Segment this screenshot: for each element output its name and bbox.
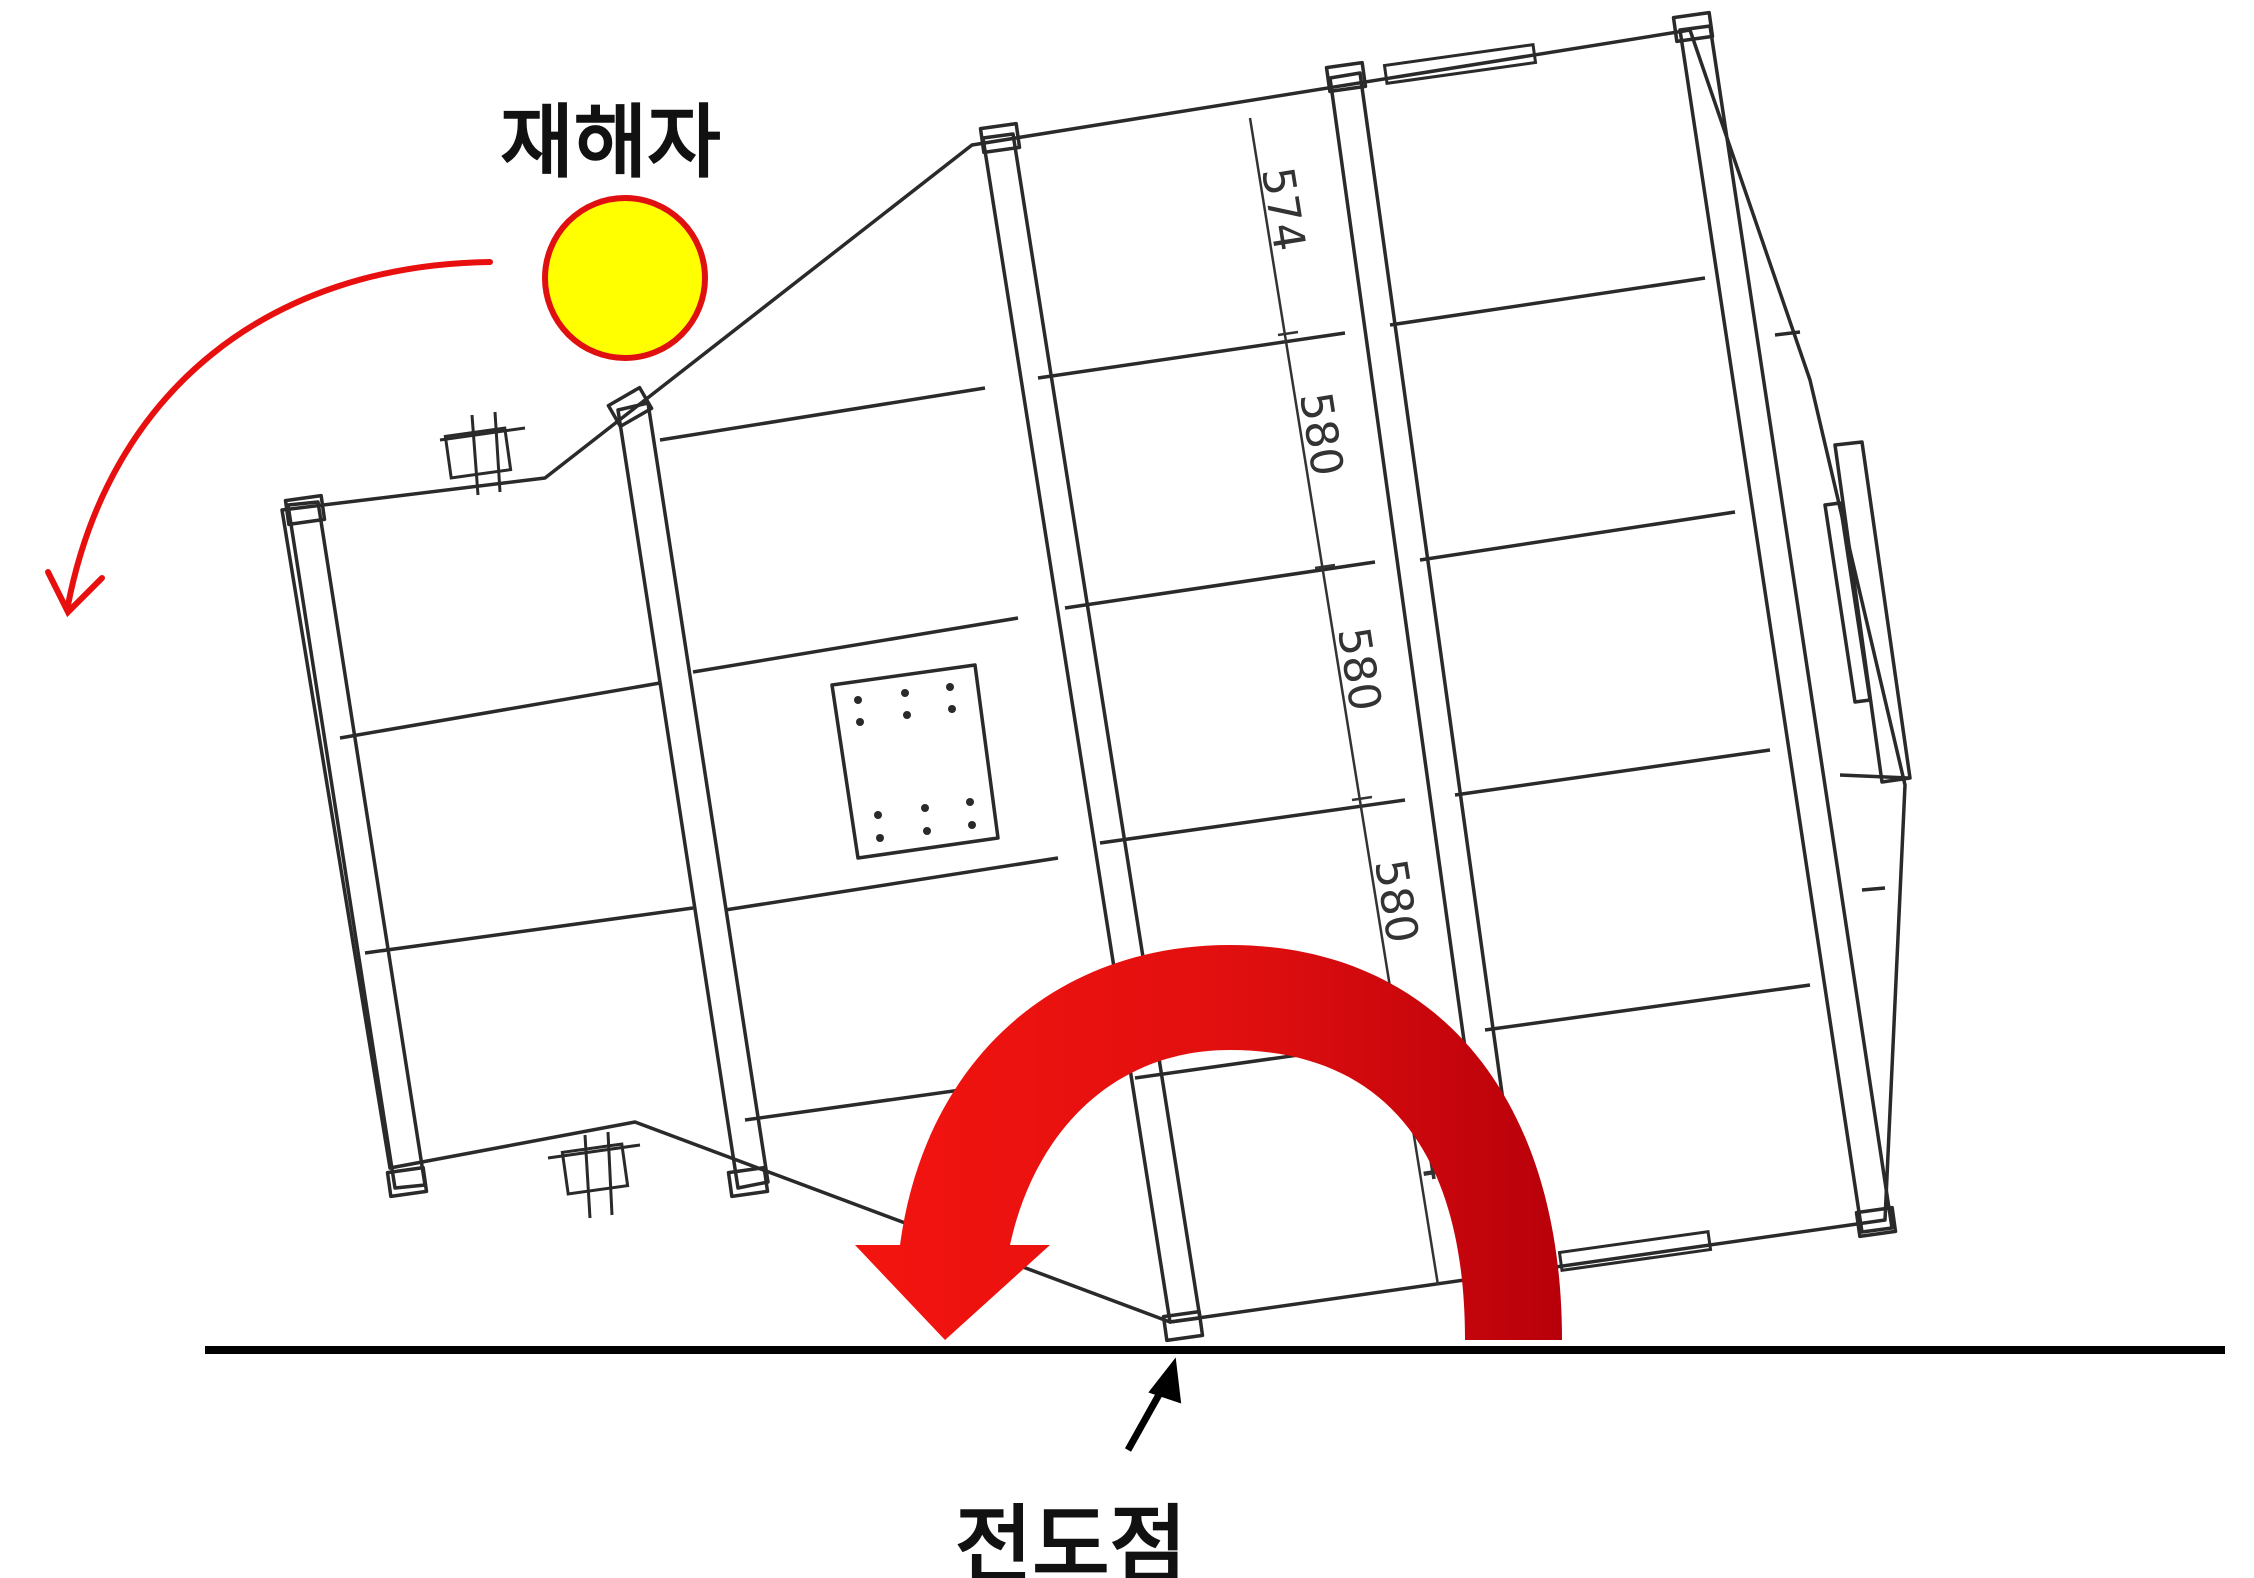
rib-cap bbox=[1854, 1205, 1898, 1239]
victim-marker bbox=[542, 195, 708, 361]
panel-line bbox=[339, 681, 661, 740]
structure-outline bbox=[280, 28, 1907, 1324]
flange-line bbox=[1839, 773, 1909, 780]
inspection-plate bbox=[830, 663, 1000, 860]
victim-label: 재해자 bbox=[500, 96, 721, 189]
panel-line bbox=[692, 616, 1019, 674]
panel-line bbox=[724, 856, 1059, 912]
panel-line bbox=[659, 386, 986, 442]
flange-line bbox=[1774, 330, 1801, 337]
end-flange-inner bbox=[1823, 501, 1872, 704]
tipping-point-label: 전도점 bbox=[955, 1496, 1187, 1578]
dimension-label-4: 580 bbox=[1364, 856, 1428, 947]
dimension-label-3: 580 bbox=[1327, 624, 1391, 715]
steel-structure bbox=[280, 10, 1912, 1343]
panel-line bbox=[1389, 276, 1706, 327]
tipping-point-arrow bbox=[1124, 1357, 1182, 1452]
rib-cap bbox=[1671, 10, 1715, 44]
rib-cap bbox=[1161, 1309, 1205, 1343]
dimension-label-2: 580 bbox=[1289, 389, 1353, 480]
rib-cap bbox=[283, 493, 327, 527]
rib-cap bbox=[606, 385, 654, 429]
end-flange bbox=[1833, 440, 1912, 784]
plate-bolts bbox=[854, 683, 976, 842]
panel-line bbox=[1099, 798, 1406, 845]
frame-rib-5 bbox=[1678, 24, 1894, 1234]
fall-arrow bbox=[45, 259, 493, 618]
dimension-label-1: 574 bbox=[1251, 164, 1315, 255]
frame-rib-1 bbox=[286, 500, 427, 1190]
flange-line bbox=[1861, 886, 1886, 892]
panel-line bbox=[1484, 983, 1811, 1032]
panel-line bbox=[364, 906, 694, 955]
bracket-fittings bbox=[439, 42, 1713, 1273]
rib-cap bbox=[1324, 60, 1368, 94]
rib-cap bbox=[726, 1165, 770, 1199]
panel-line bbox=[1454, 748, 1771, 797]
panel-line bbox=[1037, 331, 1346, 380]
overturn-arrow bbox=[855, 945, 1562, 1340]
frame-rib-2 bbox=[616, 401, 770, 1190]
rib-cap bbox=[385, 1165, 429, 1199]
rib-cap bbox=[978, 121, 1022, 155]
panel-line bbox=[1419, 510, 1736, 562]
